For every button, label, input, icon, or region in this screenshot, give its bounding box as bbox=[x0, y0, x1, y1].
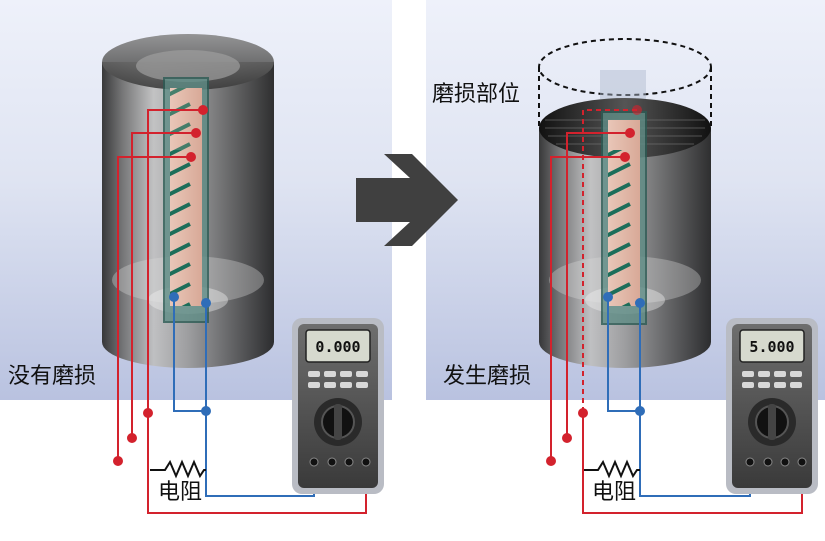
label-resistor-left: 电阻 bbox=[158, 480, 203, 505]
left-multimeter-dial bbox=[314, 398, 362, 446]
left-multimeter-reading: 0.000 bbox=[315, 338, 360, 356]
right-wire-terminals bbox=[546, 105, 645, 466]
multimeter-icon bbox=[292, 318, 384, 494]
resistor-icon bbox=[584, 459, 640, 479]
multimeter-icon bbox=[726, 318, 818, 494]
right-multimeter-reading: 5.000 bbox=[749, 338, 794, 356]
right-multimeter-dial bbox=[748, 398, 796, 446]
left-sensor-cylinder bbox=[102, 34, 274, 368]
resistor-icon bbox=[150, 459, 206, 479]
label-resistor-right: 电阻 bbox=[592, 480, 637, 505]
arrow-right-icon bbox=[356, 154, 458, 246]
label-wear-occurred: 发生磨损 bbox=[443, 364, 532, 389]
right-sensor-cylinder bbox=[538, 38, 712, 368]
right-multimeter-buttons bbox=[742, 371, 802, 388]
label-no-wear: 没有磨损 bbox=[8, 364, 97, 389]
label-wear-site: 磨损部位 bbox=[432, 82, 521, 107]
left-wire-terminals bbox=[113, 105, 211, 466]
left-multimeter-buttons bbox=[308, 371, 368, 388]
left-multimeter-jacks bbox=[309, 457, 371, 467]
right-multimeter-jacks bbox=[745, 457, 807, 467]
